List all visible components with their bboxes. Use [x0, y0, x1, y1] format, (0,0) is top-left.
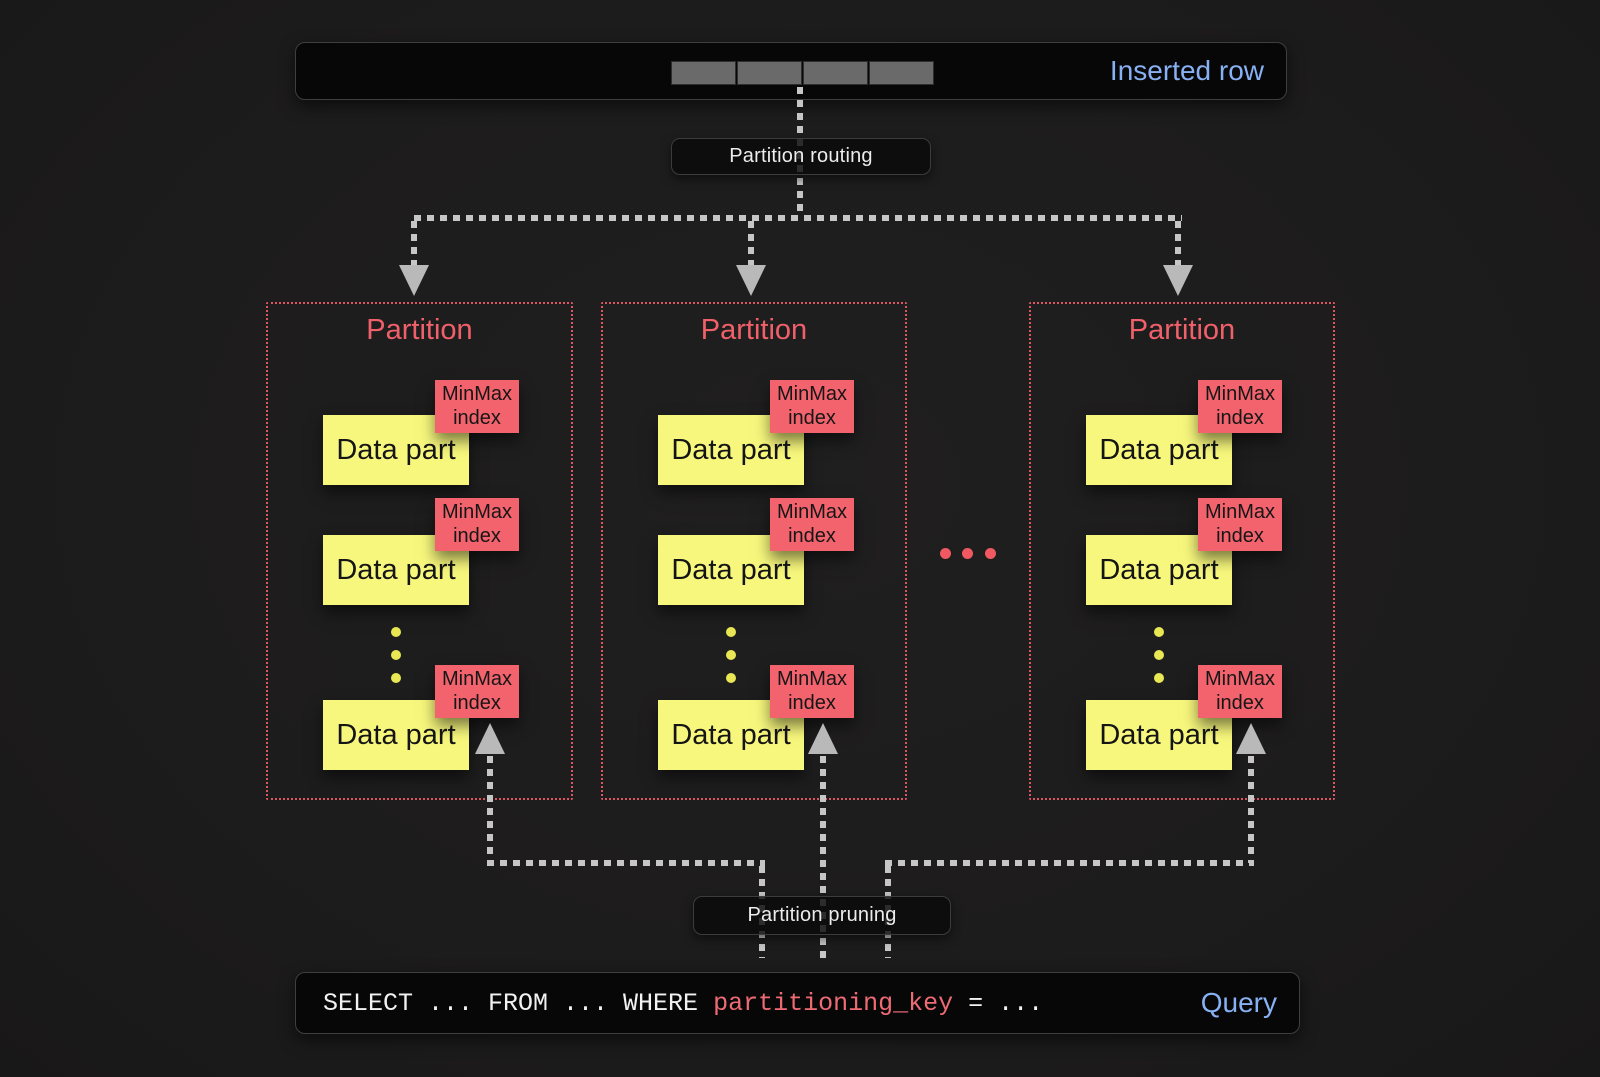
vertical-ellipsis-dot — [391, 673, 401, 683]
minmax-index: MinMax index — [435, 498, 519, 551]
minmax-index: MinMax index — [435, 380, 519, 433]
sql-text: SELECT ... FROM ... WHERE partitioning_k… — [323, 973, 1043, 1033]
minmax-line: MinMax — [441, 501, 512, 524]
arrow-down-icon — [399, 265, 429, 296]
arrow-up-icon — [808, 723, 838, 754]
vertical-ellipsis-dot — [391, 650, 401, 660]
partition-title: Partition — [366, 314, 473, 346]
pruning-line-left-up — [487, 756, 493, 863]
minmax-line: MinMax — [776, 501, 847, 524]
inserted-row-label: Inserted row — [1109, 55, 1264, 86]
arrow-down-icon — [1163, 265, 1193, 296]
data-part: Data part — [1086, 415, 1232, 485]
pruning-line-right-horizontal — [885, 860, 1254, 866]
pruning-label: Partition pruning — [693, 896, 951, 935]
partition-box-2: Partition MinMax index Data part MinMax … — [601, 302, 907, 800]
sql-suffix: = ... — [953, 988, 1044, 1018]
partition-ellipsis-dot — [985, 548, 996, 559]
minmax-line: MinMax — [776, 668, 847, 691]
minmax-index: MinMax index — [435, 665, 519, 718]
minmax-index: MinMax index — [770, 665, 854, 718]
routing-label: Partition routing — [671, 138, 931, 175]
minmax-index: MinMax index — [1198, 498, 1282, 551]
drop-line-right — [1175, 221, 1181, 266]
minmax-line: index — [1216, 691, 1264, 714]
data-part: Data part — [323, 700, 469, 770]
partition-box-3: Partition MinMax index Data part MinMax … — [1029, 302, 1335, 800]
partition-ellipsis-dot — [940, 548, 951, 559]
row-segment-bar — [671, 61, 934, 85]
branch-line — [414, 215, 1182, 221]
vertical-ellipsis-dot — [1154, 650, 1164, 660]
sql-keyword: partitioning_key — [713, 988, 954, 1018]
minmax-line: index — [453, 524, 501, 547]
row-segment — [869, 61, 934, 85]
minmax-line: index — [453, 691, 501, 714]
vertical-ellipsis-dot — [726, 650, 736, 660]
pruning-line-right-up — [1248, 756, 1254, 863]
arrow-down-icon — [736, 265, 766, 296]
vertical-ellipsis-dot — [726, 627, 736, 637]
pruning-label-text: Partition pruning — [747, 904, 897, 926]
minmax-index: MinMax index — [1198, 380, 1282, 433]
sql-prefix: SELECT ... FROM ... WHERE — [323, 988, 714, 1018]
minmax-line: index — [788, 406, 836, 429]
row-segment — [803, 61, 868, 85]
vertical-ellipsis-dot — [1154, 673, 1164, 683]
minmax-line: MinMax — [776, 383, 847, 406]
partition-ellipsis-dot — [962, 548, 973, 559]
minmax-line: index — [788, 524, 836, 547]
arrow-up-icon — [475, 723, 505, 754]
partition-title: Partition — [700, 314, 808, 346]
drop-line-middle — [748, 221, 754, 266]
minmax-line: MinMax — [441, 668, 512, 691]
vertical-ellipsis-dot — [726, 673, 736, 683]
inserted-row-box: Inserted row — [295, 42, 1287, 100]
minmax-line: index — [453, 406, 501, 429]
minmax-index: MinMax index — [1198, 665, 1282, 718]
partition-title: Partition — [1128, 314, 1236, 346]
query-label: Query — [1200, 987, 1277, 1018]
query-box: SELECT ... FROM ... WHERE partitioning_k… — [295, 972, 1300, 1034]
arrow-up-icon — [1236, 723, 1266, 754]
row-segment — [671, 61, 736, 85]
partition-box-1: Partition MinMax index Data part MinMax … — [266, 302, 573, 800]
vertical-ellipsis-dot — [391, 627, 401, 637]
minmax-line: MinMax — [441, 383, 512, 406]
minmax-index: MinMax index — [770, 380, 854, 433]
minmax-line: index — [1216, 406, 1264, 429]
minmax-line: index — [788, 691, 836, 714]
minmax-line: MinMax — [1204, 501, 1275, 524]
minmax-index: MinMax index — [770, 498, 854, 551]
minmax-line: MinMax — [1204, 383, 1275, 406]
drop-line-left — [411, 221, 417, 266]
row-segment — [737, 61, 802, 85]
pruning-line-middle — [820, 756, 826, 958]
pruning-line-left-horizontal — [487, 860, 765, 866]
routing-label-text: Partition routing — [729, 145, 873, 167]
vertical-ellipsis-dot — [1154, 627, 1164, 637]
minmax-line: index — [1216, 524, 1264, 547]
minmax-line: MinMax — [1204, 668, 1275, 691]
